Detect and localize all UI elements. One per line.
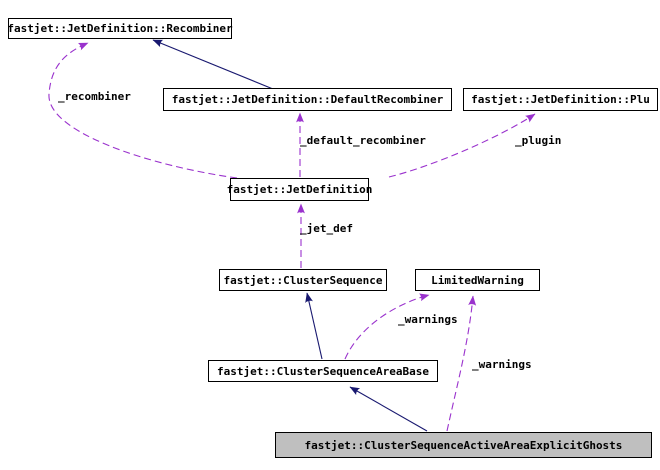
edge-label-recombiner: _recombiner	[58, 90, 131, 103]
edge-label-warnings-ghosts: _warnings	[472, 358, 532, 371]
edge-label-jet-def: _jet_def	[300, 222, 353, 235]
node-jetdefinition-defaultrecombiner[interactable]: fastjet::JetDefinition::DefaultRecombine…	[163, 88, 452, 111]
edge-label-default-recombiner: _default_recombiner	[300, 134, 426, 147]
node-clustersequence[interactable]: fastjet::ClusterSequence	[219, 269, 387, 291]
edge-jetdefinition-plugin-member	[388, 113, 536, 178]
node-clustersequenceactiveareaexplicitghosts: fastjet::ClusterSequenceActiveAreaExplic…	[275, 432, 652, 458]
edge-ghosts-inherits-areabase	[349, 386, 428, 432]
edge-areabase-warnings-member	[344, 293, 430, 360]
node-jetdefinition-plugin[interactable]: fastjet::JetDefinition::Plu	[463, 88, 658, 111]
edge-defaultrecombiner-inherits-recombiner	[152, 39, 274, 90]
node-clustersequenceareabase[interactable]: fastjet::ClusterSequenceAreaBase	[208, 360, 438, 382]
node-jetdefinition[interactable]: fastjet::JetDefinition	[227, 178, 372, 201]
node-limitedwarning[interactable]: LimitedWarning	[415, 269, 540, 291]
node-jetdefinition-recombiner[interactable]: fastjet::JetDefinition::Recombiner	[7, 18, 233, 39]
edge-jetdefinition-recombiner-member	[48, 42, 238, 179]
edge-areabase-inherits-clustersequence	[305, 292, 323, 360]
edge-ghosts-warnings-member	[446, 295, 477, 432]
edge-label-plugin: _plugin	[515, 134, 562, 147]
edge-label-warnings-areabase: _warnings	[398, 313, 458, 326]
